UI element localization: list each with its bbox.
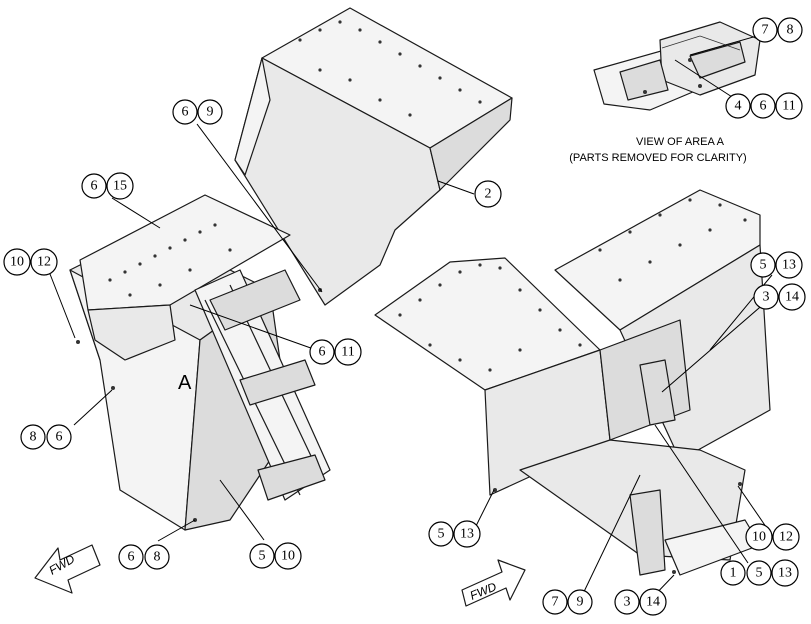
callout-number: 6 (91, 179, 98, 194)
callout-10-12-left: 10 12 (3, 248, 58, 276)
callout-8-6: 8 6 (20, 424, 72, 450)
view-caption-line2: (PARTS REMOVED FOR CLARITY) (569, 152, 746, 164)
right-assembly (374, 189, 771, 576)
callout-number: 14 (785, 290, 799, 305)
callout-number: 3 (624, 595, 631, 610)
callout-number: 6 (182, 105, 189, 120)
callout-2: 2 (474, 180, 502, 208)
callout-number: 13 (782, 258, 796, 273)
view-caption-line1: VIEW OF AREA A (636, 136, 725, 148)
callout-number: 7 (552, 595, 559, 610)
left-top-holes (76, 20, 482, 522)
left-assembly: A (69, 7, 513, 531)
callout-5-10: 5 10 (249, 542, 302, 570)
callout-number: 8 (154, 550, 161, 565)
callout-10-12-right: 10 12 (745, 523, 800, 551)
right-top-holes (398, 198, 747, 574)
callout-number: 11 (782, 99, 795, 114)
callout-number: 5 (259, 549, 266, 564)
callout-number: 5 (760, 258, 767, 273)
callout-number: 9 (577, 595, 584, 610)
callout-6-9: 6 9 (172, 99, 223, 125)
callout-number: 8 (787, 23, 794, 38)
callout-number: 12 (37, 255, 51, 270)
callout-number: 6 (128, 550, 135, 565)
fwd-arrow-left: FWD (34, 544, 101, 594)
callout-number: 6 (760, 99, 767, 114)
callout-number: 13 (778, 566, 792, 581)
callout-number: 5 (438, 527, 445, 542)
callout-5-13-lower: 5 13 (428, 520, 481, 548)
callout-number: 8 (30, 430, 37, 445)
callout-number: 2 (485, 187, 492, 202)
callout-number: 9 (207, 105, 214, 120)
callout-6-8: 6 8 (118, 544, 170, 570)
callout-number: 7 (762, 23, 769, 38)
callout-number: 11 (341, 345, 354, 360)
callout-number: 5 (756, 566, 763, 581)
fwd-label-right: FWD (468, 579, 499, 602)
callout-6-15: 6 15 (81, 172, 134, 200)
callout-5-13-upper: 5 13 (750, 251, 803, 279)
callout-1-5-13: 1 5 13 (720, 559, 799, 587)
callout-3-14-upper: 3 14 (753, 283, 806, 311)
callout-number: 6 (56, 430, 63, 445)
callout-number: 3 (763, 290, 770, 305)
callout-number: 10 (752, 530, 766, 545)
callout-3-14-lower: 3 14 (614, 588, 667, 616)
callout-4-6-11: 4 6 11 (725, 92, 803, 120)
callout-7-9: 7 9 (542, 589, 593, 615)
callout-number: 10 (10, 255, 24, 270)
leader-lines (49, 29, 779, 601)
callout-number: 1 (730, 566, 737, 581)
callout-number: 12 (779, 530, 793, 545)
callout-number: 14 (646, 595, 660, 610)
area-a-label: A (178, 372, 192, 394)
callout-number: 13 (460, 527, 474, 542)
fwd-arrow-right: FWD (461, 559, 526, 607)
detail-view-area-a (593, 21, 761, 111)
callout-number: 4 (735, 99, 742, 114)
callout-number: 15 (113, 179, 127, 194)
callout-6-11: 6 11 (309, 338, 362, 366)
callout-number: 10 (281, 549, 295, 564)
callout-7-8: 7 8 (752, 17, 803, 43)
callout-number: 6 (319, 345, 326, 360)
